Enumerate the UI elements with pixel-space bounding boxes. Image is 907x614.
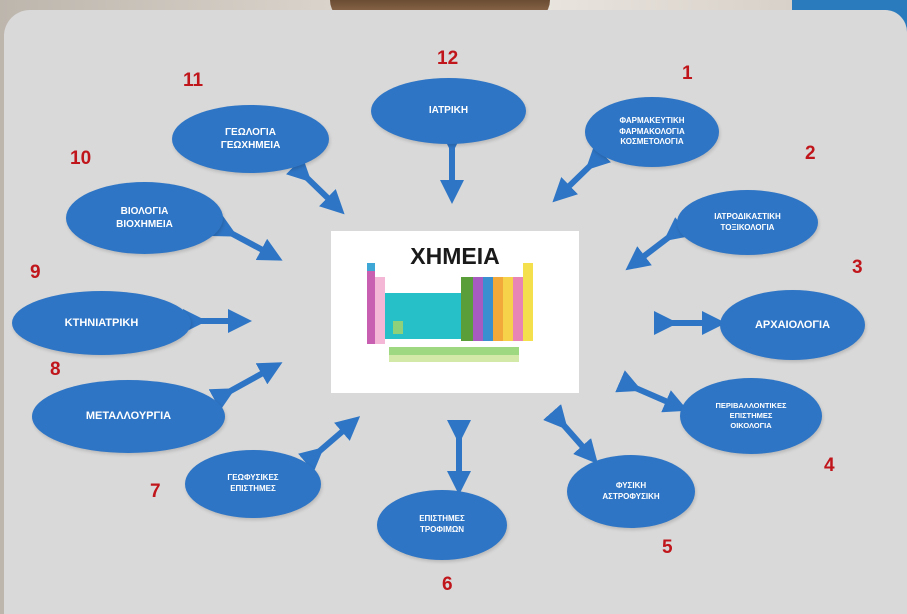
number-6: 6	[442, 574, 453, 595]
arrow-field-2	[625, 217, 690, 271]
node-field-12: ΙΑΤΡΙΚΗ	[371, 78, 526, 144]
arrow-field-11	[286, 157, 345, 215]
number-12: 12	[437, 48, 459, 69]
number-9: 9	[30, 262, 41, 283]
node-field-8: ΜΕΤΑΛΛΟΥΡΓΙΑ	[32, 380, 225, 453]
node-field-7: ΓΕΩΦΥΣΙΚΕΣ ΕΠΙΣΤΗΜΕΣ	[185, 450, 321, 518]
arrow-field-10	[210, 214, 283, 261]
node-field-5: ΦΥΣΙΚΗ ΑΣΤΡΟΦΥΣΙΚΗ	[567, 455, 695, 528]
number-1: 1	[682, 63, 693, 84]
center-chemistry-box: ΧΗΜΕΙΑ	[331, 231, 579, 393]
number-8: 8	[50, 359, 61, 380]
center-title: ΧΗΜΕΙΑ	[410, 243, 500, 269]
node-field-9: ΚΤΗΝΙΑΤΡΙΚΗ	[12, 291, 191, 355]
number-5: 5	[662, 537, 673, 558]
number-7: 7	[150, 481, 161, 502]
node-field-1: ΦΑΡΜΑΚΕΥΤΙΚΗ ΦΑΡΜΑΚΟΛΟΓΙΑ ΚΟΣΜΕΤΟΛΟΓΙΑ	[585, 97, 719, 167]
number-2: 2	[805, 143, 816, 164]
node-field-11: ΓΕΩΛΟΓΙΑ ΓΕΩΧΗΜΕΙΑ	[172, 105, 329, 173]
node-field-3: ΑΡΧΑΙΟΛΟΓΙΑ	[720, 290, 865, 360]
arrow-field-4	[615, 370, 689, 413]
number-10: 10	[70, 148, 92, 169]
periodic-table-graphic	[367, 263, 533, 362]
number-11: 11	[183, 70, 204, 91]
node-field-6: ΕΠΙΣΤΗΜΕΣ ΤΡΟΦΙΜΩΝ	[377, 490, 507, 560]
node-field-10: ΒΙΟΛΟΓΙΑ ΒΙΟΧΗΜΕΙΑ	[66, 182, 223, 254]
arrow-field-8	[208, 362, 283, 411]
arrow-field-1	[552, 145, 611, 203]
arrow-field-5	[543, 404, 598, 464]
node-field-2: ΙΑΤΡΟΔΙΚΑΣΤΙΚΗ ΤΟΞΙΚΟΛΟΓΙΑ	[677, 190, 818, 255]
number-3: 3	[852, 257, 863, 278]
arrow-field-7	[298, 416, 361, 472]
node-field-4: ΠΕΡΙΒΑΛΛΟΝΤΙΚΕΣ ΕΠΙΣΤΗΜΕΣ ΟΙΚΟΛΟΓΙΑ	[680, 378, 822, 454]
number-4: 4	[824, 455, 835, 476]
